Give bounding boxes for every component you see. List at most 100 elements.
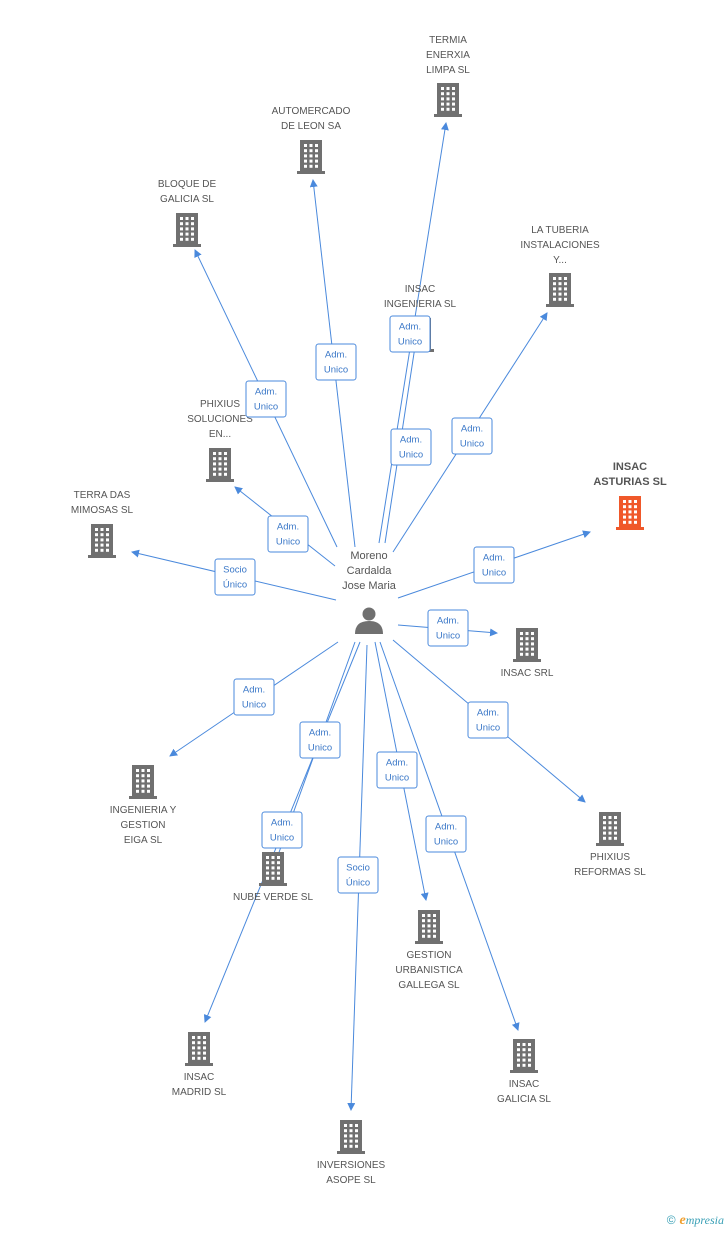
copyright-symbol: © xyxy=(666,1213,676,1227)
relation-badge-line: Adm. xyxy=(436,615,460,626)
relation-badge-srl[interactable]: Adm. Unico xyxy=(427,609,469,647)
relation-badge-madrid[interactable]: Adm.Unico xyxy=(261,811,303,849)
relation-badge-line: Adm. xyxy=(460,423,484,434)
company-label-line: SOLUCIONES xyxy=(187,414,253,425)
relation-badge-line: Adm. xyxy=(270,817,294,828)
relation-badge-line: Unico xyxy=(323,364,349,375)
relation-badge-line: Unico xyxy=(397,336,423,347)
building-icon-srl xyxy=(513,628,541,662)
company-label-line: TERRA DAS xyxy=(73,490,131,501)
relation-badge-eiga[interactable]: Adm. Unico xyxy=(233,678,275,716)
relation-badge-line: Adm. xyxy=(434,821,458,832)
relation-badge-line: Único xyxy=(222,579,248,590)
company-label-line: AUTOMERCADO xyxy=(271,106,351,117)
relation-badge-line: Unico xyxy=(398,449,424,460)
company-label-line: LIMPA SL xyxy=(426,65,470,76)
company-label-line: INSAC xyxy=(404,284,436,295)
relation-badge-line: Adm. xyxy=(398,321,422,332)
brand-footer: ©empresia xyxy=(667,1213,724,1229)
relation-badge-line: Unico xyxy=(433,836,459,847)
company-label-line: GALICIA SL xyxy=(160,194,214,205)
company-label-line: GESTION xyxy=(120,820,166,831)
company-label-phixius_ref[interactable]: PHIXIUS REFORMAS SL xyxy=(574,850,646,880)
company-label-line: EIGA SL xyxy=(123,835,163,846)
relation-badge-galicia[interactable]: Adm. Unico xyxy=(425,815,467,853)
company-label-line: LA TUBERIA xyxy=(531,225,589,236)
company-label-line: REFORMAS SL xyxy=(574,867,646,878)
relation-badge-line: Adm. xyxy=(276,521,300,532)
relation-badge-line: Adm. xyxy=(482,552,506,563)
relation-badge-urbanistica[interactable]: Adm.Unico xyxy=(376,751,418,789)
building-icon-terra xyxy=(88,524,116,558)
brand-logo-initial: e xyxy=(679,1213,686,1228)
relation-badge-line: Unico xyxy=(241,699,267,710)
person-icon xyxy=(355,607,383,634)
company-label-line: GALICIA SL xyxy=(497,1094,551,1105)
person-name-line: Jose Maria xyxy=(342,580,396,592)
relation-badge-line: Adm. xyxy=(324,349,348,360)
building-icon-urbanistica xyxy=(415,910,443,944)
relation-badge-line: Unico xyxy=(435,630,461,641)
relation-badge-asturias[interactable]: Adm. Unico xyxy=(473,546,515,584)
company-label-line: INSAC xyxy=(612,461,648,473)
company-label-line: Y... xyxy=(553,255,567,266)
building-icon-bloque xyxy=(173,213,201,247)
company-label-bloque[interactable]: BLOQUE DE GALICIA SL xyxy=(158,177,216,207)
company-label-line: INSAC xyxy=(183,1072,215,1083)
company-label-line: TERMIA xyxy=(429,35,467,46)
relation-badge-line: Unico xyxy=(253,401,279,412)
company-label-line: URBANISTICA xyxy=(395,965,463,976)
relation-badge-tuberia[interactable]: Adm. Unico xyxy=(451,417,493,455)
building-icon-galicia xyxy=(510,1039,538,1073)
brand-logo-text: mpresia xyxy=(685,1213,724,1227)
relation-badge-line: Socio xyxy=(346,862,370,873)
building-icon-phixius_ref xyxy=(596,812,624,846)
company-label-line: EN... xyxy=(208,429,232,440)
relation-badge-automercado[interactable]: Adm. Unico xyxy=(315,343,357,381)
company-label-terra[interactable]: TERRA DAS MIMOSAS SL xyxy=(71,488,133,518)
relation-badge-phixius_ref[interactable]: Adm.Unico xyxy=(467,701,509,739)
company-label-asturias[interactable]: INSAC ASTURIAS SL xyxy=(593,460,666,490)
building-icon-madrid xyxy=(185,1032,213,1066)
company-label-line: MIMOSAS SL xyxy=(70,505,134,516)
relation-badge-ingenieria[interactable]: Adm. Unico xyxy=(389,315,431,353)
company-label-phixius_sol[interactable]: PHIXIUS SOLUCIONES EN... xyxy=(187,397,253,442)
company-label-line: INGENIERIA Y xyxy=(109,805,177,816)
company-label-line: ASTURIAS SL xyxy=(593,476,667,488)
relation-badge-bloque[interactable]: Adm. Unico xyxy=(245,380,287,418)
building-icon-asturias xyxy=(616,496,644,530)
company-label-srl[interactable]: INSAC SRL xyxy=(501,666,554,681)
relation-badge-line: Unico xyxy=(459,438,485,449)
relation-badge-line: Unico xyxy=(481,567,507,578)
relation-badge-line: Adm. xyxy=(476,707,500,718)
company-label-nube[interactable]: NUBE VERDE SL xyxy=(233,890,313,905)
company-label-line: INSAC SRL xyxy=(500,668,554,679)
relation-badge-termia[interactable]: Adm. Unico xyxy=(390,428,432,466)
company-label-line: DE LEON SA xyxy=(280,121,342,132)
relation-badge-phixius_sol[interactable]: Adm.Unico xyxy=(267,515,309,553)
company-label-line: BLOQUE DE xyxy=(157,179,217,190)
building-icon-eiga xyxy=(129,765,157,799)
building-icon-nube xyxy=(259,852,287,886)
relation-badge-line: Adm. xyxy=(242,684,266,695)
relation-badge-line: Adm. xyxy=(399,434,423,445)
company-label-line: PHIXIUS xyxy=(589,852,630,863)
relation-badge-nube[interactable]: Adm.Unico xyxy=(299,721,341,759)
company-label-eiga[interactable]: INGENIERIA Y GESTION EIGA SL xyxy=(110,803,177,848)
company-label-line: INVERSIONES xyxy=(316,1160,386,1171)
company-label-line: GALLEGA SL xyxy=(398,980,460,991)
company-label-line: PHIXIUS xyxy=(199,399,241,410)
relation-badge-line: Adm. xyxy=(254,386,278,397)
company-label-automercado[interactable]: AUTOMERCADO DE LEON SA xyxy=(272,104,351,134)
